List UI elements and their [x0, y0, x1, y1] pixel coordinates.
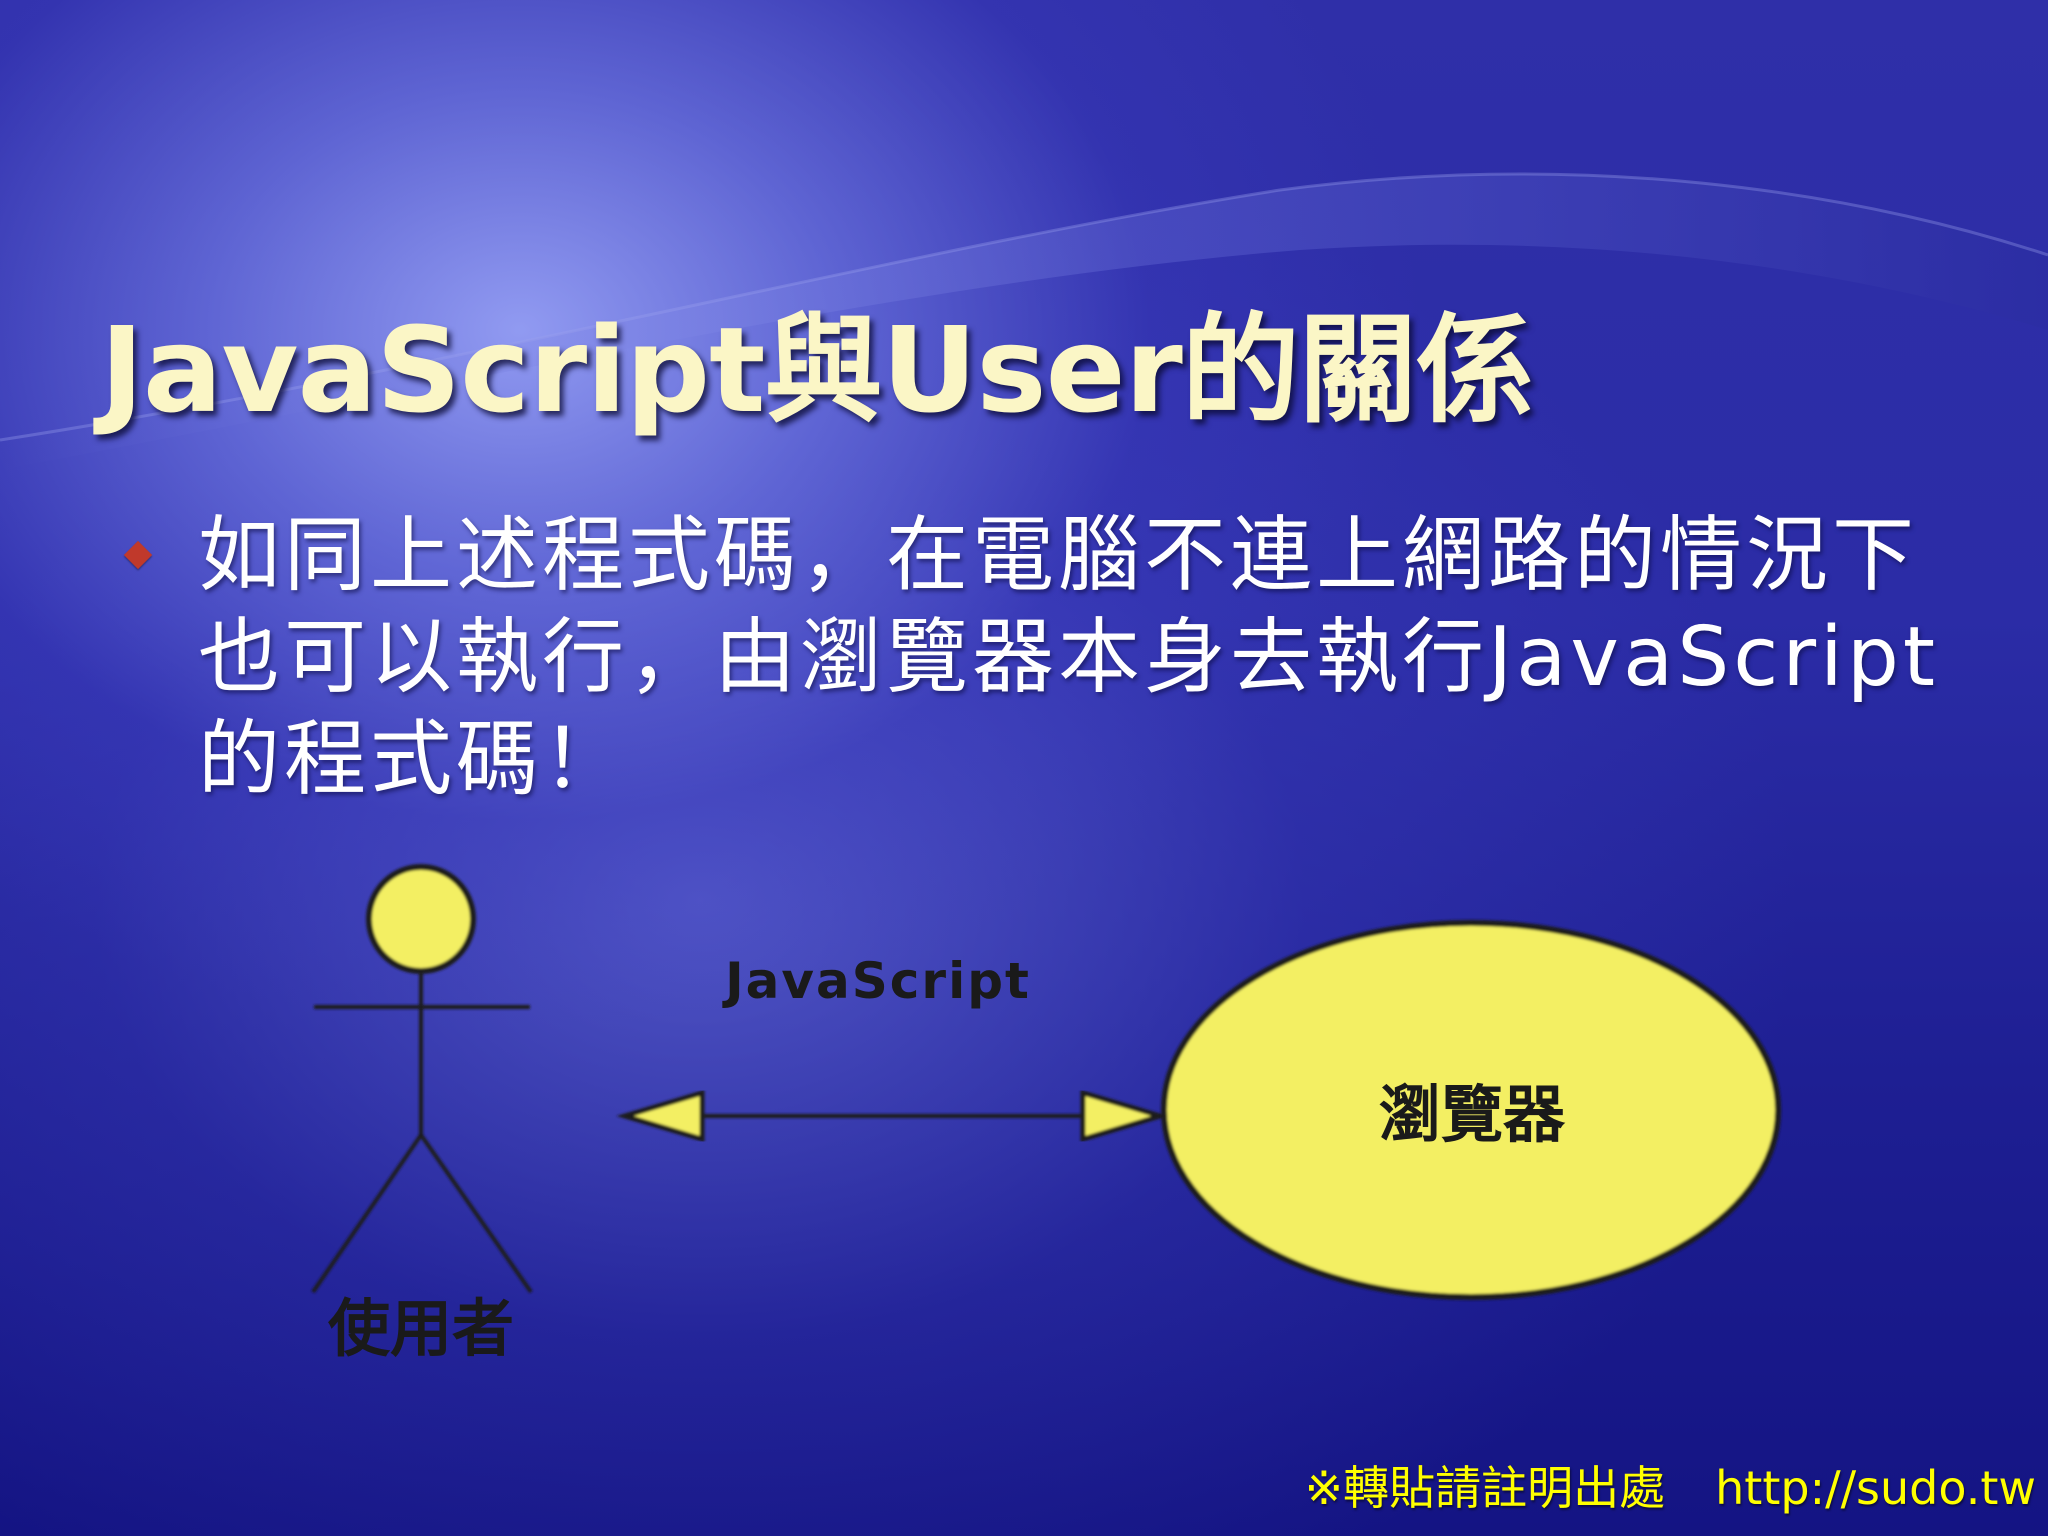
footer-credit: ※轉貼請註明出處 http://sudo.tw — [1305, 1458, 2036, 1518]
bidirectional-arrow — [616, 1089, 1169, 1143]
arrow-label: JavaScript — [722, 952, 1031, 1010]
slide-title: JavaScript與User的關係 — [100, 301, 1534, 439]
bullet-text: 如同上述程式碼，在電腦不連上網路的情況下也可以執行，由瀏覽器本身去執行JavaS… — [198, 508, 1940, 807]
footer-url: http://sudo.tw — [1715, 1461, 2036, 1515]
usecase-ellipse — [1161, 920, 1781, 1300]
footer-notice: ※轉貼請註明出處 — [1304, 1461, 1666, 1515]
actor-right-leg — [419, 1133, 533, 1294]
arrow-left-head-icon — [616, 1089, 705, 1143]
usecase-label: 瀏覽器 — [1379, 1078, 1566, 1151]
actor-label: 使用者 — [328, 1292, 514, 1365]
actor-figure — [311, 864, 533, 1294]
actor-head-icon — [366, 864, 476, 974]
actor-left-leg — [311, 1133, 423, 1294]
arrow-right-head-icon — [1080, 1089, 1169, 1143]
